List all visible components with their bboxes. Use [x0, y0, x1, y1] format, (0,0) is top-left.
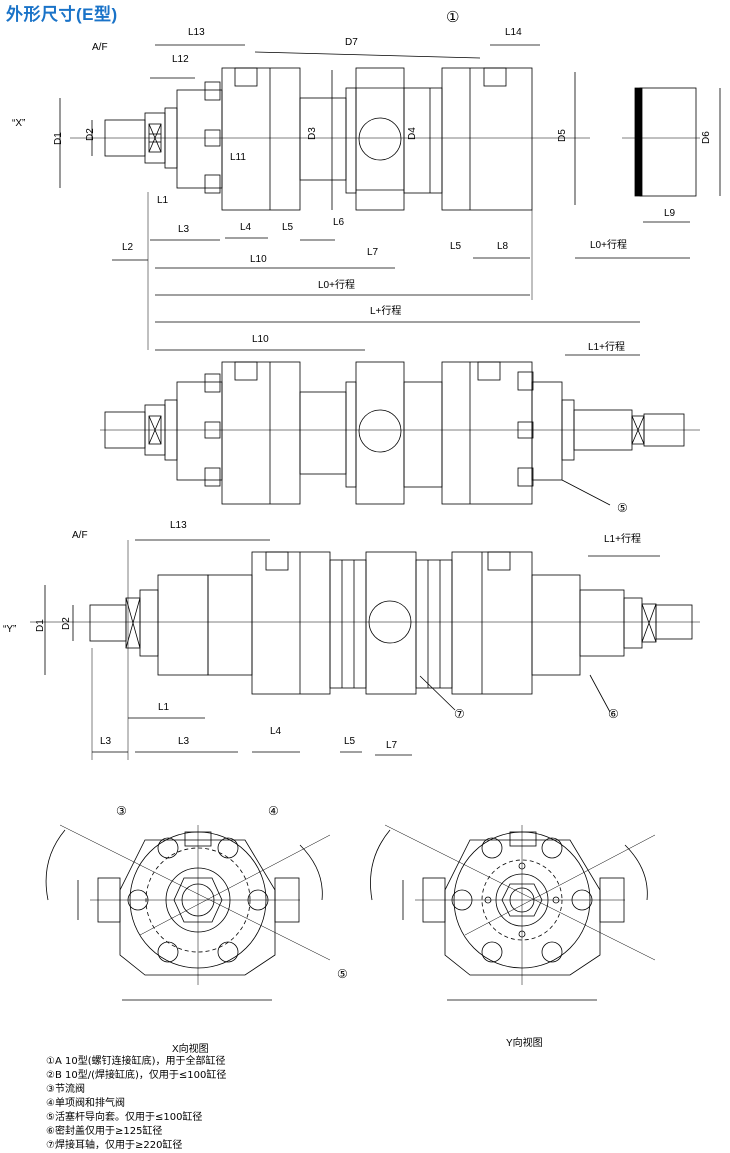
elevation-view-3: [30, 539, 700, 760]
label-l3-1: L3: [178, 224, 190, 235]
label-d3: D3: [307, 127, 318, 140]
label-l2: L2: [122, 242, 134, 253]
label-l11: L11: [230, 152, 246, 163]
label-l0-stroke-1: L0+行程: [590, 238, 627, 251]
label-l7-1: L7: [367, 247, 379, 258]
label-l10-1: L10: [250, 254, 267, 265]
notes-list: ①A 10型(螺钉连接缸底)，用于全部缸径 ②B 10型/(焊接缸底)，仅用于≤…: [46, 1055, 226, 1153]
label-l1-stroke-2: L1+行程: [604, 532, 641, 545]
label-x-arrow: “X”: [12, 118, 25, 129]
label-l13-1: L13: [188, 27, 205, 38]
note-2: ②B 10型/(焊接缸底)，仅用于≤100缸径: [46, 1070, 227, 1081]
callout-4: ④: [268, 804, 279, 818]
label-l5-1: L5: [282, 222, 294, 233]
label-l1-1: L1: [157, 195, 169, 206]
label-l9: L9: [664, 208, 676, 219]
label-l0-stroke-2: L0+行程: [318, 278, 355, 291]
note-5: ⑤活塞杆导向套。仅用于≤100缸径: [46, 1112, 203, 1123]
label-d6: D6: [701, 131, 712, 144]
label-l7-2: L7: [386, 740, 398, 751]
callout-1: ①: [446, 9, 459, 26]
note-4: ④单项阀和排气阀: [46, 1098, 125, 1109]
label-l5-2: L5: [450, 241, 462, 252]
note-3: ③节流阀: [46, 1084, 85, 1095]
label-d1-1: D1: [53, 132, 64, 145]
label-af-2: A/F: [72, 530, 88, 541]
callout-5-2: ⑤: [337, 967, 348, 981]
x-end-view: [45, 824, 331, 1001]
label-l-stroke: L+行程: [370, 304, 401, 317]
label-l10-2: L10: [252, 334, 269, 345]
label-d2-2: D2: [61, 617, 72, 630]
callout-6: ⑥: [608, 707, 619, 721]
page-title: 外形尺寸(E型): [6, 5, 118, 24]
label-l13-2: L13: [170, 520, 187, 531]
label-l3-2: L3: [100, 736, 112, 747]
label-af-1: A/F: [92, 42, 108, 53]
y-end-view: [370, 824, 656, 1001]
note-1: ①A 10型(螺钉连接缸底)，用于全部缸径: [46, 1056, 226, 1067]
label-l4-2: L4: [270, 726, 282, 737]
elevation-view-2: [100, 349, 700, 506]
label-l6: L6: [333, 217, 345, 228]
label-d5: D5: [557, 129, 568, 142]
label-l14: L14: [505, 27, 522, 38]
y-view-caption: Y向视图: [506, 1036, 543, 1049]
label-l5-3: L5: [344, 736, 356, 747]
label-y-arrow: “Y”: [3, 624, 16, 635]
callout-7: ⑦: [454, 707, 465, 721]
label-l8: L8: [497, 241, 509, 252]
callout-5-1: ⑤: [617, 501, 628, 515]
note-6: ⑥密封盖仅用于≥125缸径: [46, 1126, 163, 1137]
note-7: ⑦焊接耳轴，仅用于≥220缸径: [46, 1140, 183, 1151]
label-l4-1: L4: [240, 222, 252, 233]
label-d2-1: D2: [85, 128, 96, 141]
callout-3: ③: [116, 804, 127, 818]
label-l12: L12: [172, 54, 189, 65]
label-d1-2: D1: [35, 619, 46, 632]
elevation-view-1: [59, 44, 721, 350]
label-l1-2: L1: [158, 702, 170, 713]
x-view-caption: X向视图: [172, 1042, 209, 1055]
label-d7: D7: [345, 37, 358, 48]
label-d4: D4: [407, 127, 418, 140]
label-l1-stroke-1: L1+行程: [588, 340, 625, 353]
label-l3-3: L3: [178, 736, 190, 747]
